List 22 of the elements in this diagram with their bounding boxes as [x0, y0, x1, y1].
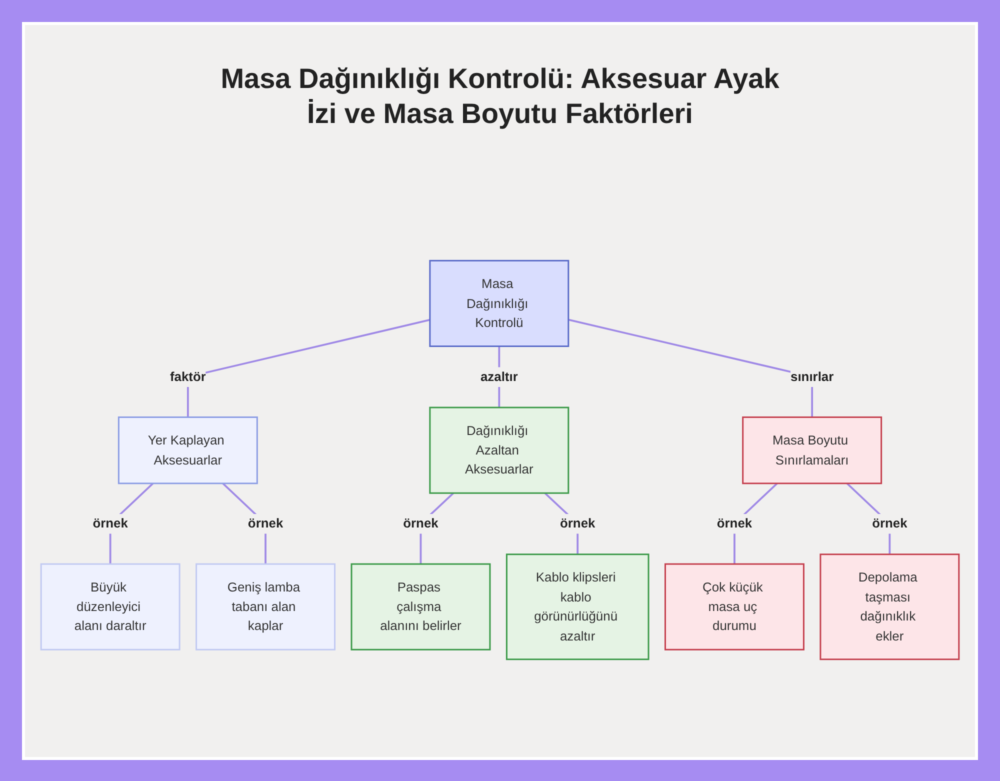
diagram-title: Masa Dağınıklığı Kontrolü: Aksesuar Ayak İzi ve Masa Boyutu Faktörleri [220, 62, 780, 131]
node-box: Çok küçük masa uç durumu [664, 563, 804, 650]
edge-label: azaltır [480, 369, 518, 384]
connector [568, 318, 814, 418]
node-box: Masa Boyutu Sınırlamaları [742, 416, 882, 484]
edge-label: örnek [716, 516, 752, 531]
node-box: Kablo klipsleri kablo görünürlüğünü azaltır [506, 554, 650, 660]
edge-label: örnek [872, 516, 908, 531]
node-box: Yer Kaplayan Aksesuarlar [118, 416, 258, 484]
edge-label: örnek [248, 516, 284, 531]
connector [186, 318, 430, 418]
node-box: Geniş lamba tabanı alan kaplar [196, 563, 336, 650]
node-box: Masa Dağınıklığı Kontrolü [429, 260, 570, 348]
node-box: Paspas çalışma alanını belirler [350, 563, 491, 650]
edge-label: örnek [560, 516, 596, 531]
edge-label: örnek [92, 516, 128, 531]
node-box: Depolama taşması dağınıklık ekler [820, 554, 960, 660]
node-box: Büyük düzenleyici alanı daraltır [40, 563, 180, 650]
node-box: Dağınıklığı Azaltan Aksesuarlar [429, 406, 570, 494]
edge-label: faktör [170, 369, 206, 384]
edge-label: örnek [403, 516, 438, 531]
edge-label: sınırlar [790, 369, 834, 384]
